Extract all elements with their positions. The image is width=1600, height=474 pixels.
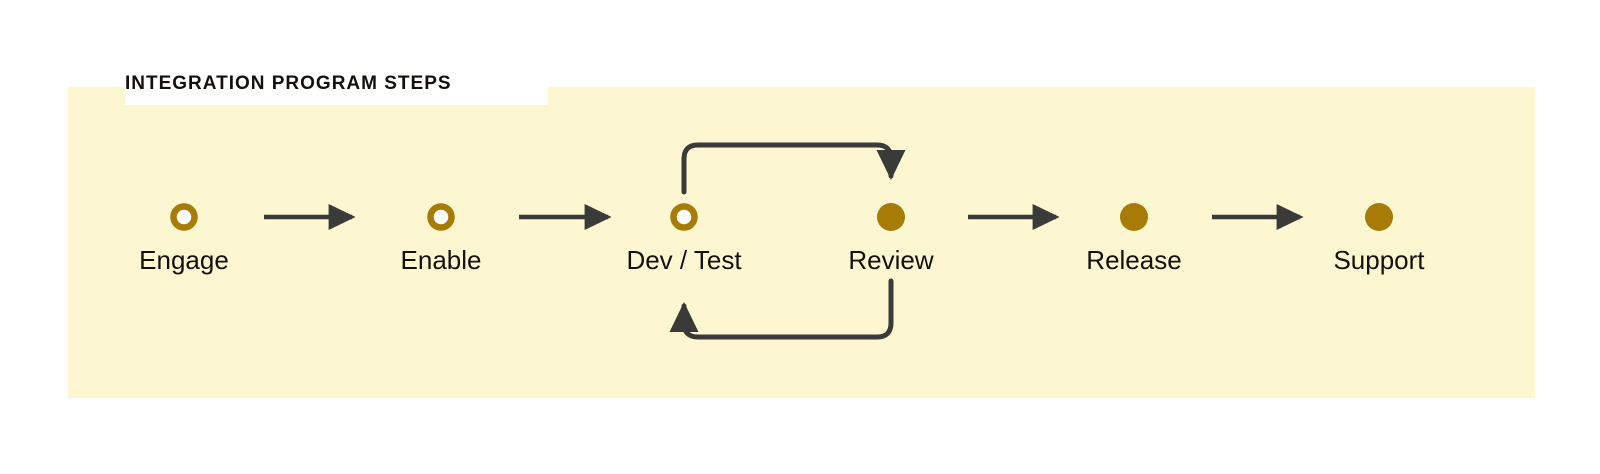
node-label-review: Review [848, 245, 933, 275]
node-marker-hollow [170, 203, 198, 231]
node-label-release: Release [1086, 245, 1181, 275]
node-marker-filled [877, 203, 905, 231]
node-marker-hollow [427, 203, 455, 231]
panel-title: INTEGRATION PROGRAM STEPS [125, 72, 452, 94]
node-label-support: Support [1333, 245, 1425, 275]
node-support[interactable]: Support [1333, 203, 1425, 275]
panel-title-container: INTEGRATION PROGRAM STEPS [125, 62, 548, 105]
node-engage[interactable]: Engage [139, 203, 229, 276]
node-release[interactable]: Release [1086, 203, 1182, 275]
integration-program-panel [68, 87, 1535, 398]
node-label-dev-test: Dev / Test [626, 245, 742, 275]
node-marker-filled [1120, 203, 1148, 231]
node-dev-test[interactable]: Dev / Test [626, 203, 742, 276]
node-label-engage: Engage [139, 245, 229, 275]
node-marker-filled [1365, 203, 1393, 231]
connector-review-to-devtest-loop [669, 278, 894, 340]
connector-devtest-to-review-loop [681, 142, 906, 195]
node-label-enable: Enable [401, 245, 482, 275]
node-marker-hollow [670, 203, 698, 231]
node-enable[interactable]: Enable [401, 203, 482, 276]
node-review[interactable]: Review [848, 203, 934, 275]
